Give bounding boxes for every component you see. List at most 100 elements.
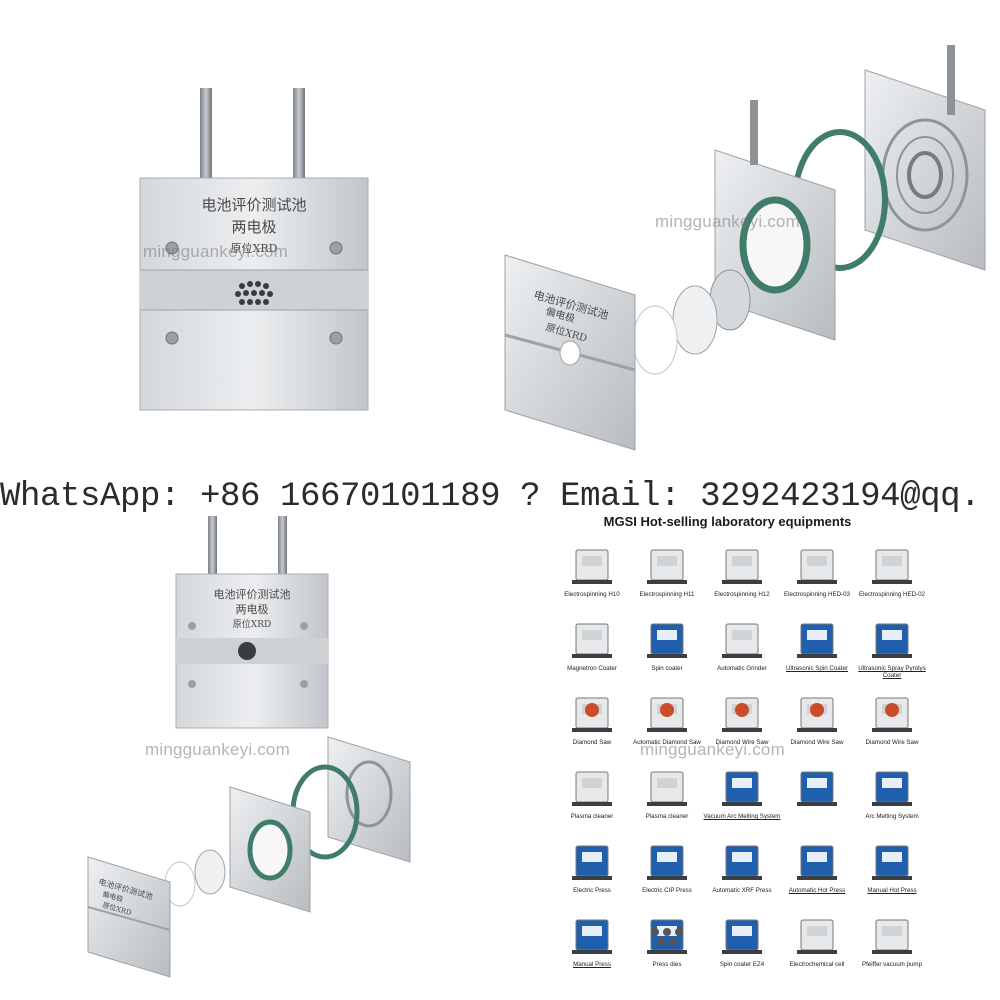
catalog-item-label: Electrospinning H11 [639,591,695,598]
catalog-item: Automatic Diamond Saw [631,688,703,760]
catalog-item-label: Automatic Hot Press [788,887,846,894]
catalog-item: Plasma cleaner [556,762,628,834]
catalog-item: Manual Hot Press [856,836,928,908]
arc-melting-icon [872,771,912,806]
catalog-item: Automatic Hot Press [781,836,853,908]
watermark-top-right: mingguankeyi.com [655,212,800,231]
vacuum-pump-icon [872,919,912,954]
catalog-item-label: Diamond Saw [572,739,612,746]
catalog-item: Spin coater [631,614,703,686]
electrospinning-icon [572,549,612,584]
cell-composite-image-bottom: 电池评价测试池 两电极 原位XRD 电池评价测试池 偏电极 原位XRD [87,516,411,978]
catalog-item: Ultrasonic Spin Coater [781,614,853,686]
catalog-item-label: Ultrasonic Spray Pyrolys Coater [858,665,926,679]
catalog-item-label: Ultrasonic Spin Coater [786,665,848,672]
coater-icon [572,623,612,658]
catalog-item-label: Spin coater [651,665,683,672]
press-icon [647,845,687,880]
catalog-item: Press dies [631,910,703,982]
catalog-item: Electrospinning HED-03 [781,540,853,612]
catalog-item-label: Diamond Wire Saw [865,739,919,746]
catalog-item: Plasma cleaner [631,762,703,834]
catalog-item-label: Electrochemical cell [789,961,845,968]
catalog-item: Arc Melting System [856,762,928,834]
plate-text-line1: 电池评价测试池 [201,196,306,214]
contact-line: WhatsApp: +86 16670101189 ? Email: 32924… [0,478,981,516]
electrochemical-cell-icon [797,919,837,954]
catalog-item: Diamond Saw [556,688,628,760]
arc-melting-icon [797,771,837,806]
spray-coater-icon [872,623,912,658]
saw-icon [647,697,687,732]
watermark-catalog: mingguankeyi.com [640,740,785,759]
watermark-bottom-left: mingguankeyi.com [145,740,290,759]
catalog-title: MGSI Hot-selling laboratory equipments [603,514,852,529]
wire-saw-icon [797,697,837,732]
catalog-item-label: Electrospinning H10 [564,591,620,598]
wire-saw-icon [722,697,762,732]
catalog-item-label: Electric CIP Press [642,887,692,894]
catalog-item: Electrospinning H11 [631,540,703,612]
wire-saw-icon [872,697,912,732]
electrospinning-icon [722,549,762,584]
plate-text-line2: 两电极 [231,218,276,236]
catalog-item-label: Electrospinning HED-02 [858,591,926,598]
catalog-item: Electric CIP Press [631,836,703,908]
catalog-item: Diamond Wire Saw [856,688,928,760]
catalog-item-label: Vacuum Arc Melting System [703,813,781,820]
hot-press-icon [872,845,912,880]
watermark-top-left: mingguankeyi.com [143,242,288,261]
electrospinning-gun-icon [872,549,912,584]
electrospinning-gun-icon [797,549,837,584]
catalog-item-label: Press dies [652,961,682,968]
press-icon [572,919,612,954]
catalog-item-label: Automatic Grinder [717,665,767,672]
catalog-item: Manual Press [556,910,628,982]
catalog-item: Automatic Grinder [706,614,778,686]
catalog-item-label: Manual Hot Press [867,887,917,894]
press-icon [722,845,762,880]
catalog-item: Pfeiffer vacuum pump [856,910,928,982]
plasma-cleaner-icon [572,771,612,806]
catalog-item: Electrospinning HED-02 [856,540,928,612]
composite-plate-line3: 原位XRD [233,618,271,630]
catalog-item-label: Automatic Diamond Saw [633,739,701,746]
catalog-item: Diamond Wire Saw [706,688,778,760]
arc-melting-icon [722,771,762,806]
cell-assembled-image-top: 电池评价测试池 两电极 原位XRD [139,88,369,411]
electrospinning-icon [647,549,687,584]
catalog-item [781,762,853,834]
catalog-item: Spin coater EZ4 [706,910,778,982]
composite-plate-line1: 电池评价测试池 [214,588,291,601]
grinder-icon [722,623,762,658]
catalog-item-label: Electric Press [573,887,611,894]
catalog-item: Electric Press [556,836,628,908]
saw-icon [572,697,612,732]
catalog-item: Diamond Wire Saw [781,688,853,760]
catalog-item: Automatic XRF Press [706,836,778,908]
catalog-item-label: Plasma cleaner [570,813,614,820]
hot-press-icon [797,845,837,880]
catalog-item-label: Pfeiffer vacuum pump [861,961,923,968]
xrd-window-holes [235,281,273,305]
catalog-item-label: Automatic XRF Press [712,887,772,894]
catalog-item-label: Plasma cleaner [645,813,689,820]
catalog-item: Electrochemical cell [781,910,853,982]
catalog-item-label: Diamond Wire Saw [715,739,769,746]
catalog-item: Electrospinning H10 [556,540,628,612]
catalog-item-label: Manual Press [573,961,611,968]
composite-plate-line2: 两电极 [236,602,269,616]
catalog-item-label: Electrospinning HED-03 [783,591,851,598]
catalog-item-label: Electrospinning H12 [714,591,770,598]
catalog-item: Magnetron Coater [556,614,628,686]
plasma-cleaner-icon [647,771,687,806]
spin-coater-icon [647,623,687,658]
catalog-item-label: Diamond Wire Saw [790,739,844,746]
catalog-item: Ultrasonic Spray Pyrolys Coater [856,614,928,686]
catalog-item-label: Spin coater EZ4 [719,961,765,968]
catalog-item: Electrospinning H12 [706,540,778,612]
catalog-item-label: Magnetron Coater [567,665,617,672]
catalog-item-label: Arc Melting System [865,813,919,820]
press-dies-icon [647,919,687,954]
